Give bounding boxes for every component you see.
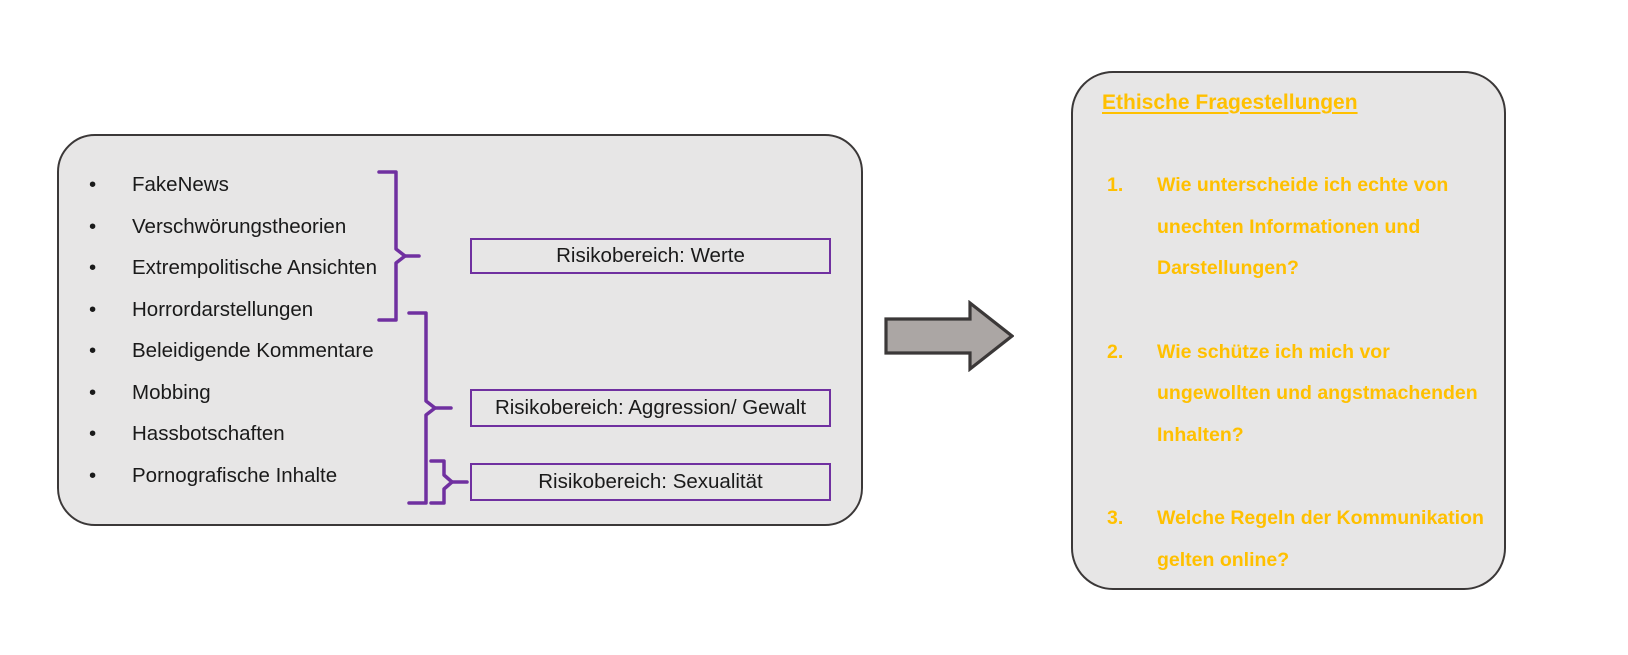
question-text: Wie schütze ich mich vor ungewollten und…	[1157, 340, 1478, 446]
risk-box-label: Risikobereich: Werte	[556, 244, 745, 267]
risk-box-werte: Risikobereich: Werte	[470, 238, 831, 274]
question-text: Wie unterscheide ich echte von unechten …	[1157, 174, 1449, 279]
risk-box-aggression: Risikobereich: Aggression/ Gewalt	[470, 389, 831, 427]
list-item-label: Hassbotschaften	[132, 422, 285, 445]
brace-sexualitaet-icon	[429, 459, 469, 505]
list-item: • Horrordarstellungen	[84, 289, 414, 331]
list-item-label: Pornografische Inhalte	[132, 463, 338, 487]
list-item: 1. Wie unterscheide ich echte von unecht…	[1095, 165, 1495, 290]
right-arrow-icon	[884, 300, 1014, 372]
list-item: 3. Welche Regeln der Kommunikation gelte…	[1095, 498, 1495, 581]
list-item-label: Verschwörungstheorien	[132, 214, 347, 238]
risk-box-label: Risikobereich: Sexualität	[538, 470, 763, 493]
bullet-icon: •	[89, 380, 97, 404]
questions-heading: Ethische Fragestellungen	[1102, 91, 1358, 114]
list-item-label: Beleidigende Kommentare	[132, 339, 374, 362]
list-item-label: FakeNews	[132, 173, 229, 196]
list-item: • FakeNews	[84, 164, 414, 206]
bullet-icon: •	[89, 422, 97, 445]
list-item: • Extrempolitische Ansichten	[84, 247, 414, 289]
bullet-icon: •	[89, 339, 97, 362]
question-number: 1.	[1107, 174, 1124, 196]
bullet-icon: •	[89, 173, 97, 196]
risk-box-sexualitaet: Risikobereich: Sexualität	[470, 463, 831, 501]
list-item: • Beleidigende Kommentare	[84, 330, 414, 372]
list-item-label: Mobbing	[132, 380, 211, 404]
list-item-label: Horrordarstellungen	[132, 297, 314, 321]
bullet-icon: •	[89, 297, 97, 321]
risk-areas-panel: • FakeNews • Verschwörungstheorien • Ext…	[57, 134, 863, 526]
risk-items-list: • FakeNews • Verschwörungstheorien • Ext…	[84, 164, 414, 496]
question-text: Welche Regeln der Kommunikation gelten o…	[1157, 507, 1484, 571]
list-item: • Mobbing	[84, 372, 414, 414]
bullet-icon: •	[89, 256, 97, 279]
list-item: • Hassbotschaften	[84, 413, 414, 455]
brace-aggression-icon	[407, 311, 453, 505]
list-item: 2. Wie schütze ich mich vor ungewollten …	[1095, 332, 1495, 457]
question-number: 3.	[1107, 507, 1124, 529]
question-number: 2.	[1107, 340, 1124, 363]
list-item: • Pornografische Inhalte	[84, 455, 414, 497]
list-item-label: Extrempolitische Ansichten	[132, 256, 377, 279]
bullet-icon: •	[89, 214, 97, 238]
ethical-questions-list: 1. Wie unterscheide ich echte von unecht…	[1095, 165, 1495, 581]
bullet-icon: •	[89, 463, 97, 487]
risk-box-label: Risikobereich: Aggression/ Gewalt	[494, 396, 807, 419]
ethical-questions-panel: Ethische Fragestellungen 1. Wie untersch…	[1071, 71, 1506, 590]
list-item: • Verschwörungstheorien	[84, 206, 414, 248]
